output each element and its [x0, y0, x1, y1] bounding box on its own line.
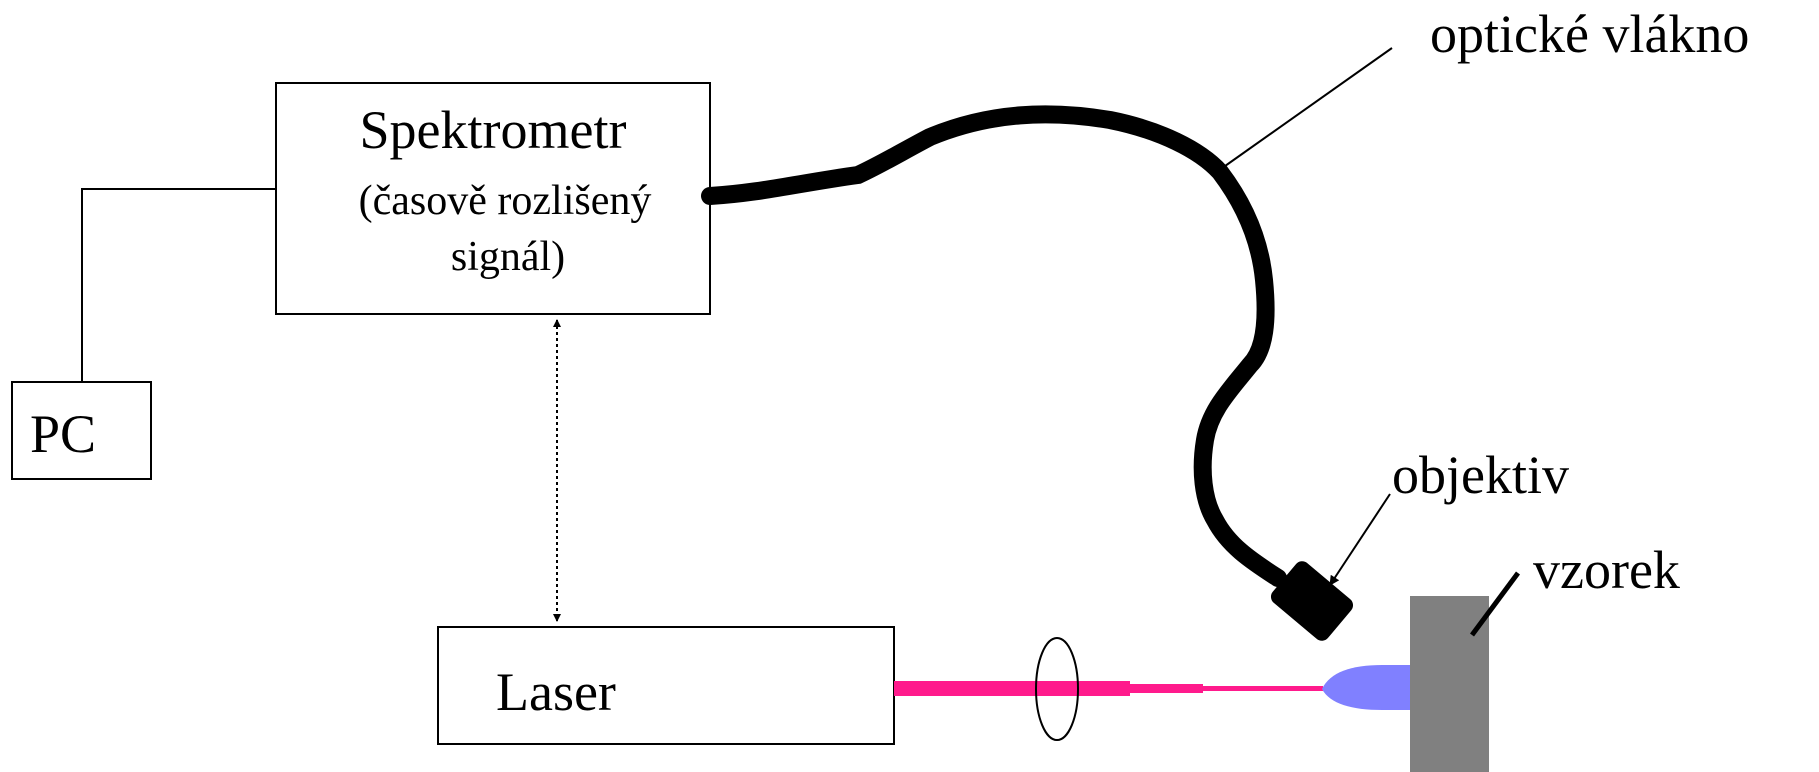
objective-pointer	[1329, 493, 1391, 586]
pc-cable	[81, 188, 276, 382]
optical-fiber	[701, 105, 1287, 587]
pc-label: PC	[30, 404, 96, 464]
beam-narrow	[1203, 686, 1323, 691]
lens	[1035, 637, 1079, 741]
sample-pointer	[1469, 571, 1521, 637]
spectrometer-box: Spektrometr (časově rozlišený signál)	[275, 82, 711, 315]
emission-plume	[1322, 665, 1410, 710]
beam-wide	[894, 681, 1130, 696]
laser-box: Laser	[437, 626, 895, 745]
sample-block	[1410, 596, 1489, 772]
pc-box: PC	[11, 381, 152, 480]
spectrometer-label: Spektrometr	[360, 100, 627, 160]
spectrometer-sub-label-2: signál)	[451, 234, 565, 280]
laser-label: Laser	[496, 662, 616, 722]
beam-mid	[1128, 684, 1203, 693]
sample-label: vzorek	[1533, 540, 1680, 600]
objective-label: objektiv	[1392, 445, 1569, 505]
fiber-label: optické vlákno	[1430, 4, 1749, 64]
objective-head	[1270, 561, 1354, 641]
spectrometer-sub-label-1: (časově rozlišený	[359, 178, 652, 224]
laser-beam	[894, 681, 1323, 696]
fiber-pointer	[1217, 47, 1393, 172]
